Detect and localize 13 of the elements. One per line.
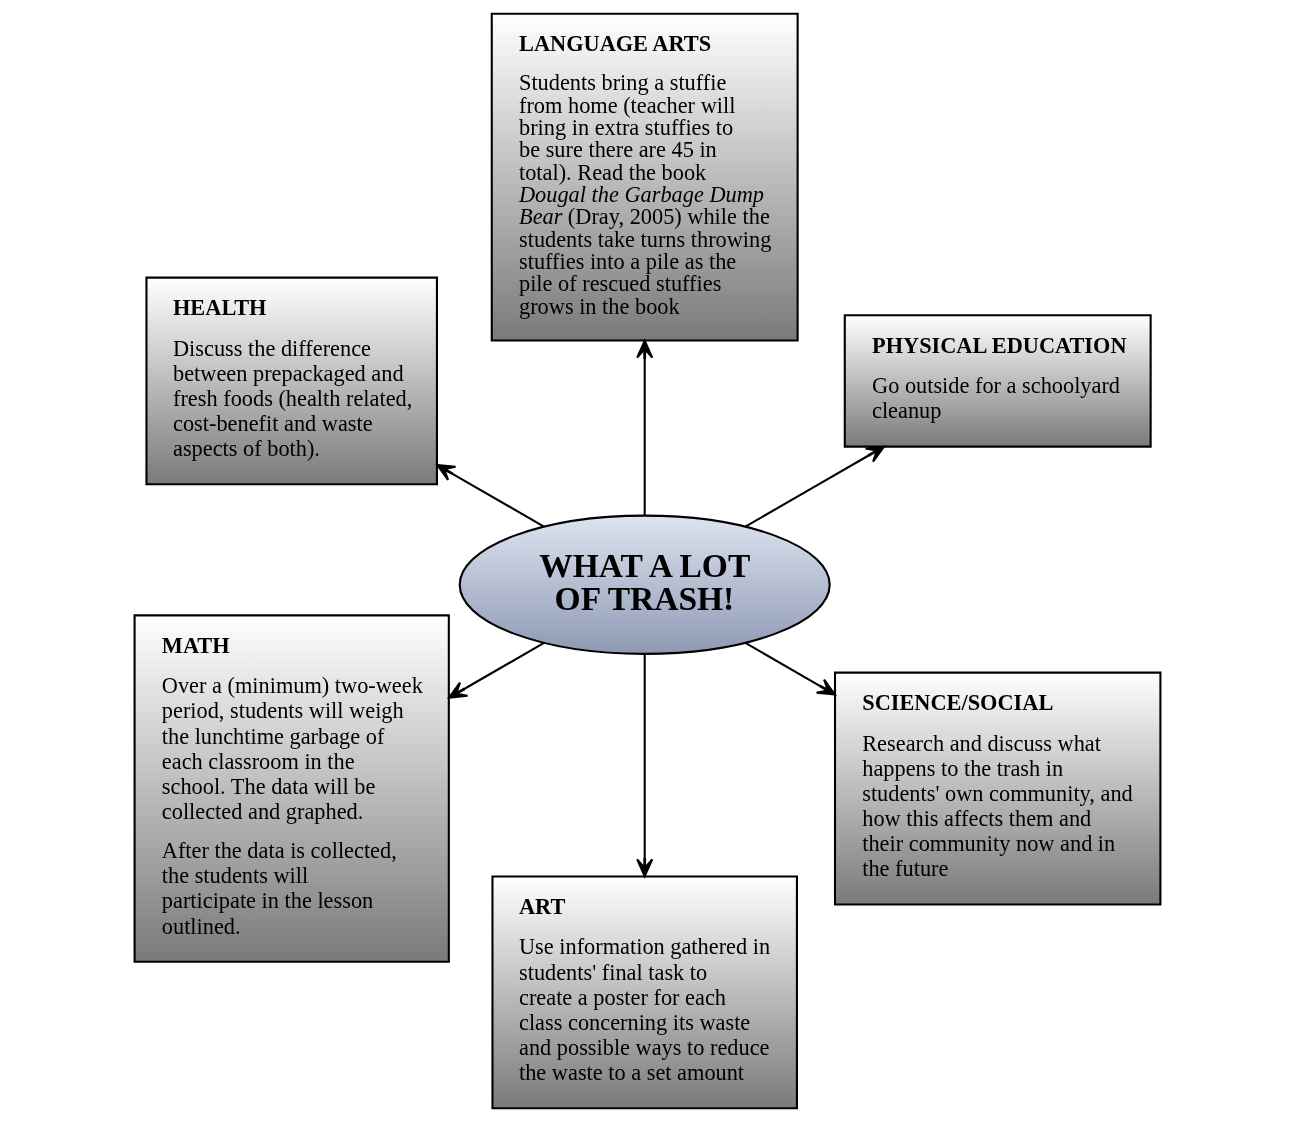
node-box: ART Use information gathered in students' final task to create a poster for each class concerning its waste and possible ways to reduce the waste to a set amount bbox=[491, 875, 798, 1110]
node-box: LANGUAGE ARTS Students bring a stuffie from home (teacher will bring in extra stuffies to be sure there are 45 in total). Read the book Dougal the Garbage Dump Bear (Dray, 2005) while the students take turns throwing stuffies into a pile as the pile of rescued stuffies grows in the book bbox=[490, 12, 799, 342]
arrow bbox=[448, 641, 545, 699]
node-box: SCIENCE/SOCIAL Research and discuss what happens to the trash in students' own community, and how this affects them and their community now and in the future bbox=[833, 671, 1162, 906]
node-box: MATH Over a (minimum) two-week period, students will weigh the lunchtime garbage of each classroom in the school. The data will be collected and graphed. After the data is collected, the students will participate in the lesson outlined. bbox=[133, 614, 450, 963]
arrow bbox=[436, 463, 545, 528]
arrow bbox=[636, 653, 654, 878]
node-ellipse: WHAT A LOT OF TRASH! bbox=[458, 514, 831, 655]
node-box: PHYSICAL EDUCATION Go outside for a schoolyard cleanup bbox=[843, 314, 1152, 448]
arrow bbox=[744, 641, 836, 696]
node-box: HEALTH Discuss the difference between prepackaged and fresh foods (health related, cost-benefit and waste aspects of both). bbox=[145, 276, 438, 486]
arrow bbox=[636, 339, 654, 516]
arrow bbox=[744, 445, 885, 528]
